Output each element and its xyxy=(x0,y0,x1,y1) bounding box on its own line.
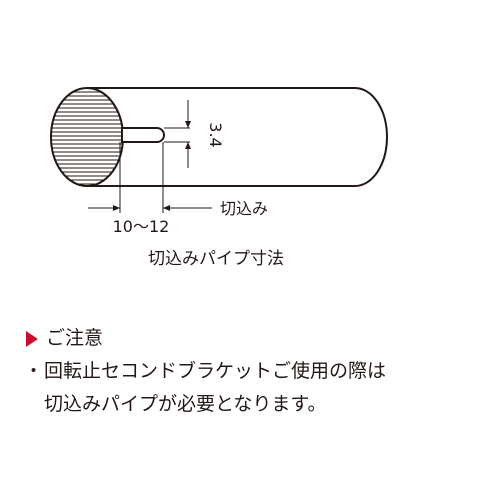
slot-width-dimension xyxy=(164,100,191,168)
triangle-marker-icon xyxy=(26,330,38,347)
slot-width-label: 3.4 xyxy=(206,122,225,147)
pipe-slot xyxy=(121,127,165,143)
notes-heading-text: ご注意 xyxy=(46,327,104,349)
slot-depth-label: 10～12 xyxy=(113,217,170,236)
note-line-2: 切込みパイプが必要となります。 xyxy=(44,393,327,415)
note-item: ・ 回転止セコンドブラケットご使用の際は xyxy=(24,355,494,388)
diagram-caption: 切込みパイプ寸法 xyxy=(148,249,284,269)
cut-callout-label: 切込み xyxy=(220,199,268,218)
bullet-mark: ・ xyxy=(24,360,44,382)
note-line-1: 回転止セコンドブラケットご使用の際は xyxy=(44,360,387,382)
pipe-end-face xyxy=(50,87,124,187)
slot-depth-dimension xyxy=(88,142,212,213)
notes-section: ご注意 ・ 回転止セコンドブラケットご使用の際は 切込みパイプが必要となります。 xyxy=(24,322,494,421)
notes-heading: ご注意 xyxy=(24,322,494,355)
pipe-body xyxy=(87,87,388,187)
